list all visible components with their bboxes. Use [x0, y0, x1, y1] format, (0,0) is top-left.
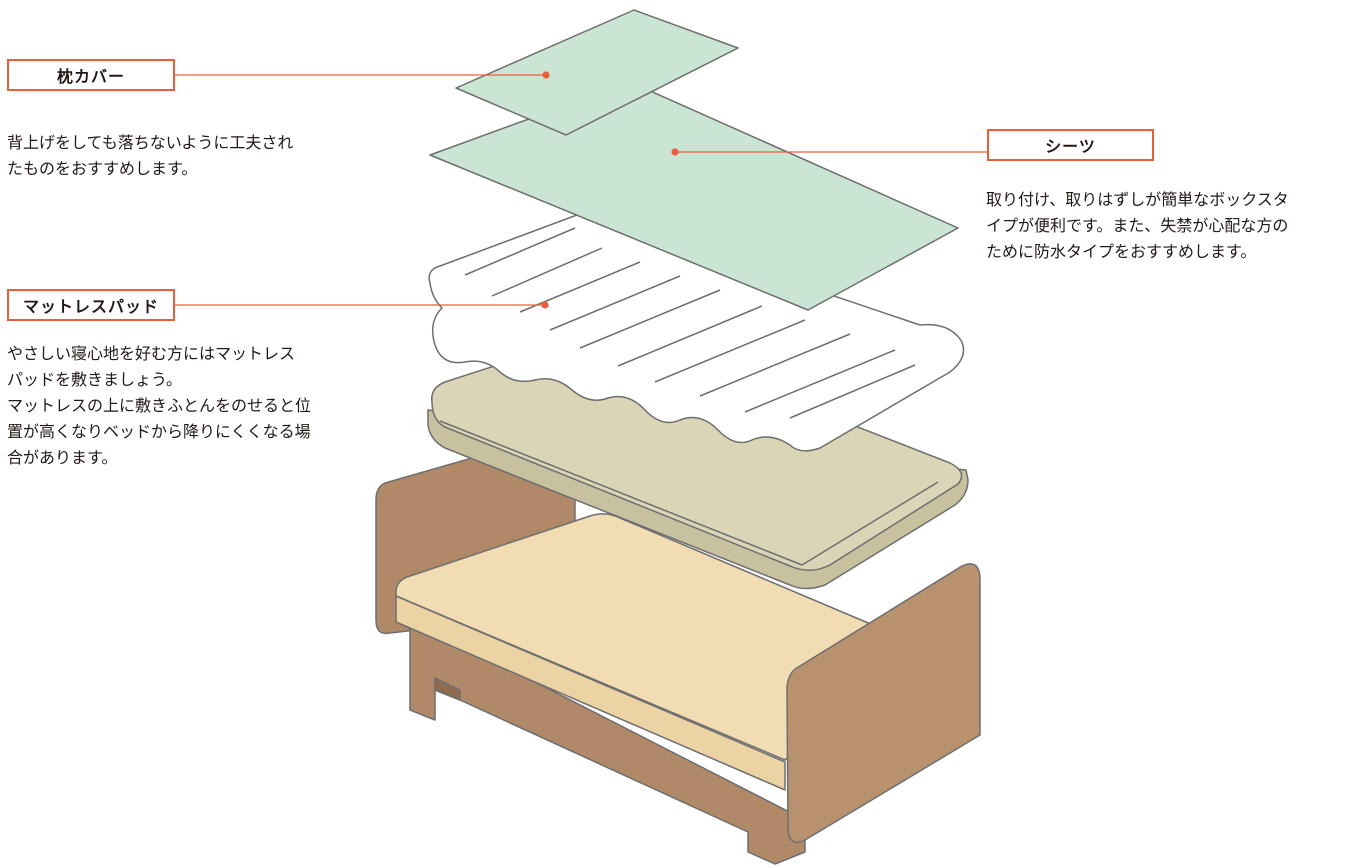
- mattress-pad-desc-line: 合があります。: [7, 448, 118, 467]
- bed-deck-side: [395, 595, 786, 791]
- bed-leg-shadow: [434, 677, 461, 701]
- bed-base: [409, 617, 806, 865]
- mattress-seam: [439, 420, 939, 566]
- mattress-pad-desc-line: 置が高くなりベッドから降りにくくなる場: [7, 422, 311, 441]
- mattress-pad-dot: [541, 301, 549, 309]
- sheet-dot: [671, 148, 679, 156]
- pillow-cover-description: 背上げをしても落ちないように工夫され たものをおすすめします。: [7, 130, 293, 182]
- mattress-pad-description: やさしい寝心地を好む方にはマットレス パッドを敷きましょう。 マットレスの上に敷…: [7, 341, 311, 471]
- bed-frame: [375, 434, 981, 865]
- sheet-label: シーツ: [987, 129, 1154, 161]
- sheet-desc-line: ために防水タイプをおすすめします。: [986, 242, 1257, 261]
- mattress: [427, 332, 969, 590]
- sheet-description: 取り付け、取りはずしが簡単なボックスタ イプが便利です。また、失禁が心配な方の …: [986, 187, 1289, 265]
- foot-board: [786, 563, 981, 844]
- mattress-pad: [428, 211, 965, 452]
- mattress-pad-quilt-lines: [464, 227, 916, 419]
- sheet-desc-line: 取り付け、取りはずしが簡単なボックスタ: [986, 190, 1289, 209]
- pillow-cover-desc-line: たものをおすすめします。: [7, 159, 198, 178]
- pillow-cover-dot: [542, 71, 550, 79]
- mattress-pad-desc-line: マットレスの上に敷きふとんをのせると位: [7, 396, 312, 415]
- mattress-pad-label: マットレスパッド: [7, 289, 175, 321]
- pillow-cover: [455, 9, 739, 136]
- pillow-cover-desc-line: 背上げをしても落ちないように工夫され: [7, 133, 294, 152]
- bed-deck-top: [395, 513, 881, 761]
- mattress-pad-body: [428, 211, 965, 452]
- mattress-top: [431, 332, 963, 571]
- mattress-pad-desc-line: パッドを敷きましょう。: [7, 370, 183, 389]
- pillow-cover-label: 枕カバー: [7, 59, 175, 91]
- leader-lines: [175, 71, 987, 309]
- sheet-desc-line: イプが便利です。また、失禁が心配な方の: [986, 216, 1289, 235]
- mattress-pad-desc-line: やさしい寝心地を好む方にはマットレス: [7, 344, 296, 363]
